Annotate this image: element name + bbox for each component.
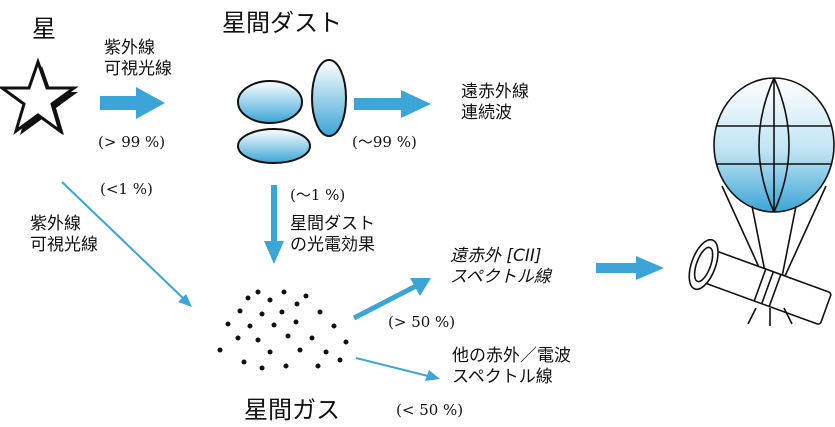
gas-particles-icon — [217, 289, 349, 371]
cii-line-label: 遠赤外 [CII] スペクトル線 — [450, 246, 551, 288]
gas-label: 星間ガス — [244, 396, 340, 424]
arrow-star-to-gas — [61, 181, 192, 307]
balloon-telescope-icon — [688, 77, 835, 326]
pct-99-label: (〜99 %) — [352, 133, 417, 151]
dust-label: 星間ダスト — [222, 9, 342, 37]
star-label: 星 — [32, 15, 56, 43]
other-lines-label: 他の赤外／電波 スペクトル線 — [452, 346, 571, 388]
uv-visible-label-top: 紫外線 可視光線 — [104, 38, 172, 80]
arrow-star-to-dust — [100, 87, 165, 119]
dust-grain-icon — [237, 59, 347, 164]
pct-lt50-label: (< 50 %) — [396, 401, 464, 419]
dust-photoelectric-label: 星間ダスト の光電効果 — [290, 214, 375, 256]
pct-gt99-label: (> 99 %) — [98, 133, 166, 151]
uv-visible-label-left: 紫外線 可視光線 — [30, 214, 98, 256]
arrow-gas-to-cii — [352, 278, 431, 321]
pct-gt50-label: (> 50 %) — [388, 313, 456, 331]
pct-1-label: (〜1 %) — [290, 186, 346, 204]
arrow-gas-to-other-lines — [355, 357, 440, 381]
arrow-dust-to-gas — [264, 185, 284, 264]
arrow-dust-to-far-ir — [354, 90, 431, 118]
arrow-cii-to-telescope — [596, 256, 664, 280]
far-ir-continuum-label: 遠赤外線 連続波 — [461, 82, 529, 124]
pct-lt1-label: (<1 %) — [100, 180, 153, 198]
star-icon — [0, 57, 79, 135]
